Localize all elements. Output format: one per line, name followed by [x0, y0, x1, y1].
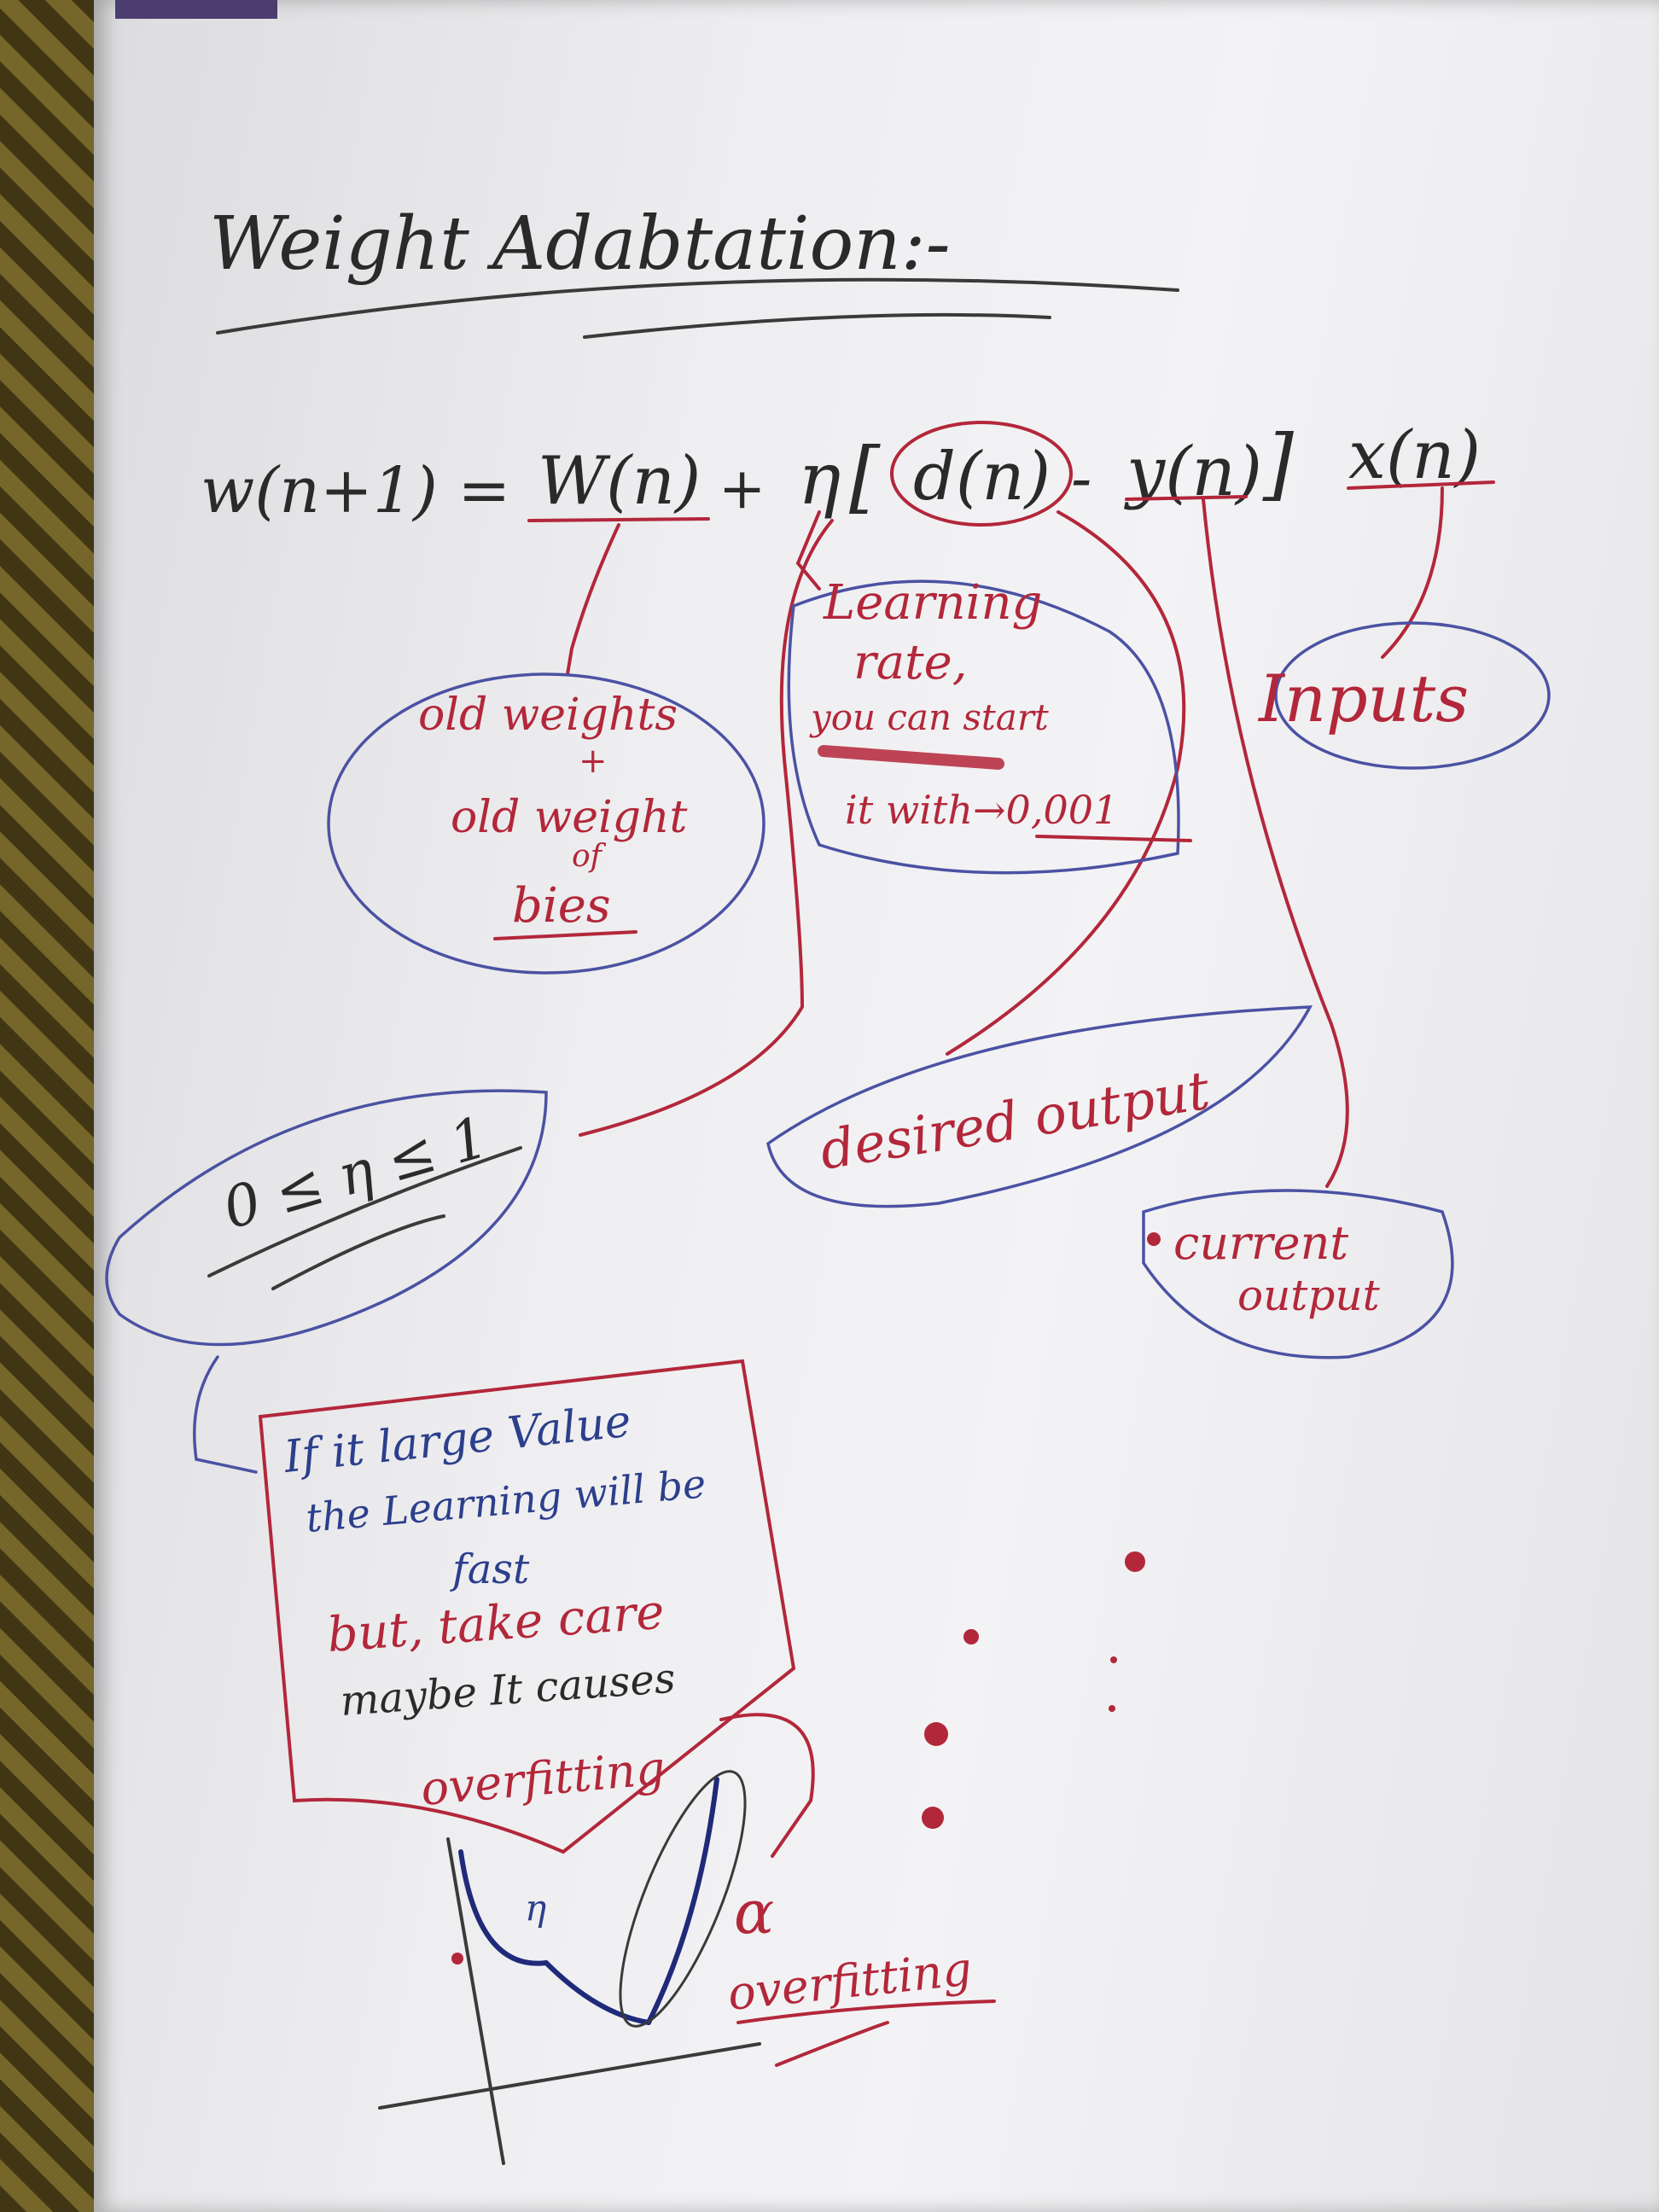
bubble-old-weights: [327, 672, 765, 975]
equation-plus: +: [719, 456, 765, 521]
circle-desired: [890, 421, 1073, 527]
old-weights-line-4: of: [572, 839, 607, 874]
arrow-desired-output: [946, 510, 1186, 1056]
graph-loss-curve: [458, 1849, 651, 2025]
graph-x-axis: [378, 2042, 761, 2110]
note-desired-output: desired output: [816, 1059, 1214, 1182]
bubble-inputs: [1274, 621, 1551, 770]
old-weights-line-1: old weights: [418, 690, 678, 741]
equation-lhs: w(n+1) =: [201, 454, 510, 527]
ink-dot-3: [924, 1722, 948, 1746]
arrow-warning: [193, 1355, 258, 1474]
bubble-learning-rate: [787, 579, 1180, 875]
ink-dot-6: [1109, 1705, 1115, 1712]
current-output-line-2: output: [1237, 1271, 1381, 1320]
current-output-line-1: current: [1173, 1216, 1348, 1270]
underline-range: [207, 1146, 522, 1278]
arrow-old-weights: [566, 523, 620, 676]
note-old-weights: old weights + old weight of bies: [418, 690, 687, 934]
learning-rate-line-1: Learning: [823, 575, 1042, 631]
old-weights-line-3: old weight: [451, 792, 687, 843]
equation-eta: η: [798, 437, 841, 521]
underline-graph-overfitting-2: [775, 2021, 889, 2067]
note-inputs: Inputs: [1257, 661, 1469, 736]
warning-line-6: overfitting: [419, 1741, 667, 1816]
graph-overfit-rise: [646, 1777, 719, 2025]
arrow-overfit: [719, 1713, 815, 1858]
ink-dot: [1147, 1232, 1161, 1246]
graph-overfit-circle: [619, 1770, 747, 2028]
arrow-eta-range: [579, 519, 834, 1137]
background-fabric: [0, 0, 94, 2212]
equation-bracket-close: ]: [1262, 418, 1294, 509]
equation-bracket-open: [: [849, 431, 881, 522]
ink-dot-7: [451, 1953, 463, 1965]
old-weights-line-5: bies: [512, 878, 611, 934]
ink-dot-1: [1125, 1551, 1145, 1572]
notebook-tab: [115, 0, 277, 19]
underline-old-weight: [527, 517, 710, 522]
crossed-out-text: [818, 745, 1004, 770]
notebook-page: [94, 0, 1659, 2212]
page-title: Weight Adabtation:-: [209, 201, 951, 287]
underline-bies: [493, 930, 637, 940]
learning-rate-line-3: you can start: [809, 696, 1049, 738]
underline-range-2: [271, 1214, 445, 1290]
note-warning: If it large Value the Learning will be f…: [281, 1396, 707, 1816]
bubble-desired-output: [766, 1005, 1313, 1208]
underline-graph-overfitting: [736, 2000, 996, 2024]
learning-rate-line-2: rate,: [853, 635, 968, 690]
equation-desired: d(n): [913, 439, 1051, 515]
warning-line-3: fast: [450, 1545, 530, 1593]
ink-dot-4: [922, 1807, 944, 1829]
arrow-current-output: [1202, 498, 1349, 1188]
title-underline: [216, 277, 1179, 335]
bubble-current-output: [1142, 1189, 1454, 1359]
bubble-eta-range: [105, 1089, 548, 1347]
equation-input: x(n): [1348, 417, 1481, 494]
old-weights-line-2: +: [579, 742, 608, 781]
arrow-inputs: [1381, 486, 1444, 659]
underline-learning-rate: [1035, 835, 1192, 842]
graph-y-axis: [446, 1837, 505, 2165]
warning-line-5: maybe It causes: [339, 1655, 677, 1726]
equation-minus: -: [1071, 442, 1091, 514]
equation-old-weight: W(n): [538, 443, 701, 520]
underline-input: [1347, 480, 1495, 490]
underline-current: [1125, 495, 1248, 501]
title-underline-2: [583, 312, 1051, 339]
warning-line-4: but, take care: [325, 1585, 666, 1663]
warning-box: [258, 1359, 796, 1854]
weight-update-equation: w(n+1) = W(n) + η [ d(n) - y(n) ] x(n): [201, 417, 1481, 527]
arrow-learning-rate: [795, 510, 821, 591]
learning-rate-line-4: it with→0,001: [845, 787, 1118, 833]
note-learning-rate: Learning rate, you can start it with→0,0…: [809, 575, 1118, 833]
graph-eta-label: η: [525, 1887, 546, 1929]
note-current-output: current output: [1173, 1216, 1381, 1320]
graph-alpha-label: α: [734, 1877, 774, 1947]
ink-dot-2: [963, 1629, 979, 1644]
ink-dot-5: [1110, 1656, 1117, 1663]
